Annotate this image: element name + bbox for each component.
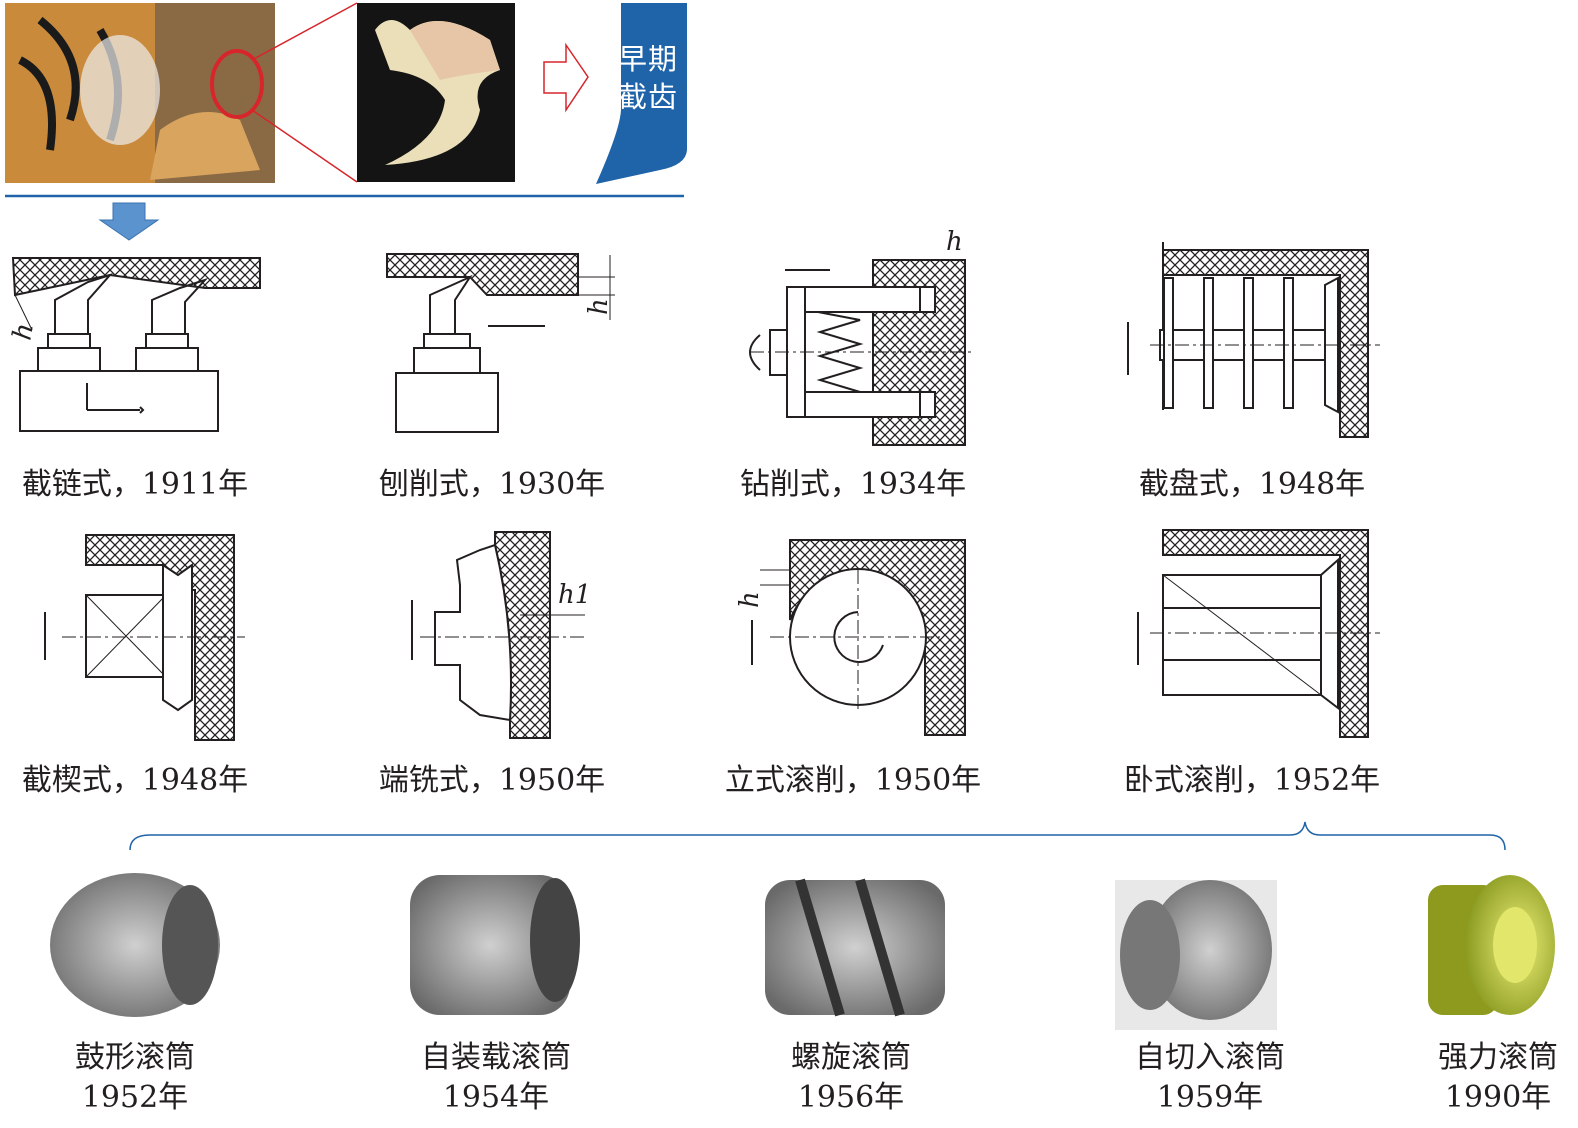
diagram-horizontal-drum xyxy=(1137,529,1380,738)
diagram-wedge-cutter xyxy=(44,534,245,741)
diagram-chain-cutter xyxy=(11,257,261,432)
method-label: 截链式，1911年 xyxy=(21,467,249,502)
diagram-end-mill-cutter xyxy=(411,531,585,739)
method-label: 截盘式，1948年 xyxy=(1138,467,1366,502)
drum-photo-self-loading xyxy=(410,875,580,1015)
method-label: 钻削式，1934年 xyxy=(739,467,967,502)
method-label: 立式滚削，1950年 xyxy=(724,763,982,798)
drum-photo-self-sinking xyxy=(1115,880,1277,1030)
method-label: 刨削式，1930年 xyxy=(378,467,606,502)
diagram-disc-cutter xyxy=(1127,242,1380,438)
drum-photo-spiral xyxy=(765,878,945,1017)
symbol-h: h xyxy=(7,321,39,343)
diagram-drill-cutter xyxy=(749,259,975,446)
method-label: 截楔式，1948年 xyxy=(21,763,249,798)
method-label: 卧式滚削，1952年 xyxy=(1123,763,1381,798)
drum-photo-drum-shaped xyxy=(50,873,220,1017)
symbol-h: h xyxy=(735,591,765,608)
hollow-right-arrow-icon xyxy=(543,42,589,113)
diagram-vertical-drum xyxy=(751,539,966,736)
drum-photo-heavy-duty xyxy=(1428,875,1555,1015)
symbol-h1: h1 xyxy=(558,580,591,610)
highlight-circle xyxy=(210,49,264,119)
early-pick-tab xyxy=(596,3,687,184)
method-label: 端铣式，1950年 xyxy=(378,763,606,798)
tiger-photo xyxy=(5,3,275,183)
symbol-h: h xyxy=(946,227,963,257)
grouping-brace xyxy=(129,821,1506,851)
symbol-h: h xyxy=(584,298,614,315)
early-pick-label: 早期截齿 xyxy=(618,42,679,114)
claw-photo xyxy=(357,3,515,182)
down-arrow-icon xyxy=(98,202,160,241)
diagram-plow-cutter xyxy=(386,253,615,433)
